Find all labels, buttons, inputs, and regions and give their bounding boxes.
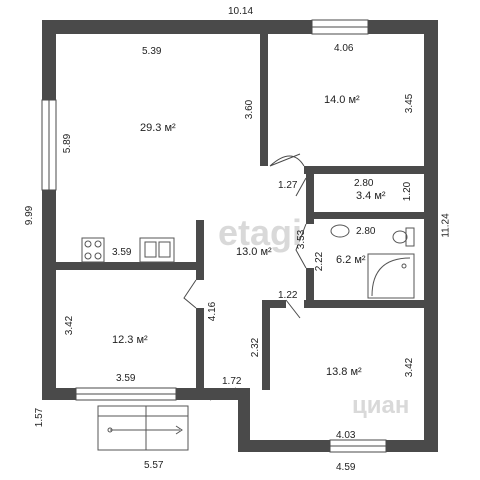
dim-right-height: 11.24	[440, 213, 452, 238]
dim-bath-height: 2.22	[314, 251, 326, 272]
kitchen-fixtures	[81, 237, 175, 263]
wall-hall-left	[196, 220, 204, 280]
dim-hall-353: 3.53	[296, 229, 308, 250]
sink	[139, 237, 175, 263]
dim-living-height: 5.89	[62, 133, 74, 154]
dim-corr-height: 1.20	[402, 181, 414, 202]
wall-hall-left-lower	[196, 308, 204, 394]
wall-bath-left	[306, 174, 314, 224]
dim-kitchen-width: 3.59	[112, 247, 132, 258]
watermark-cian: циан	[352, 392, 410, 419]
wall-hall-bedse	[262, 300, 270, 390]
dim-door-122: 1.22	[278, 290, 298, 301]
wall-left	[42, 20, 56, 400]
dim-bath-width: 2.80	[356, 226, 376, 237]
shower	[367, 253, 415, 299]
area-bedroom-se: 13.8 м²	[326, 366, 362, 378]
wall-corridor-bottom	[310, 212, 424, 219]
wall-top	[42, 20, 438, 34]
washbasin	[330, 224, 350, 238]
wall-bedroom-ne-bottom	[304, 166, 424, 174]
wall-kitchen-bottom	[56, 262, 202, 270]
watermark-etagi: etagi	[218, 212, 303, 253]
dim-door-127: 1.27	[278, 180, 298, 191]
door-bedroom-ne	[269, 153, 305, 167]
dim-living-partition: 3.60	[244, 99, 256, 120]
wall-bath-bottom	[304, 300, 424, 308]
area-bedroom-sw: 12.3 м²	[112, 334, 148, 346]
dim-living-width: 5.39	[142, 46, 162, 57]
dim-door-172: 1.72	[222, 376, 242, 387]
dim-hall-232: 2.32	[250, 337, 262, 358]
door-bedsw	[183, 279, 197, 309]
dim-corr-width: 2.80	[354, 178, 374, 189]
dim-left-height: 9.99	[24, 205, 36, 226]
door-corridor	[295, 177, 307, 197]
stove	[81, 237, 105, 263]
toilet-tank	[405, 227, 415, 247]
area-bedroom-ne: 14.0 м²	[324, 94, 360, 106]
dim-bed-se-width: 4.03	[336, 430, 356, 441]
area-living: 29.3 м²	[140, 122, 176, 134]
dim-top-width: 10.14	[228, 6, 254, 17]
porch-step	[97, 405, 189, 451]
dim-porch-width: 5.57	[144, 460, 164, 471]
wall-right	[424, 20, 438, 450]
dim-bedroom-ne-height: 3.45	[404, 93, 416, 114]
dim-hall-416: 4.16	[207, 301, 219, 322]
area-bathroom: 6.2 м²	[336, 254, 366, 266]
dim-bed-sw-width: 3.59	[116, 373, 136, 384]
doors	[183, 153, 307, 401]
wall-bath-left-lower	[306, 268, 314, 308]
dim-bedroom-ne-width: 4.06	[334, 43, 354, 54]
bath-fixtures	[330, 224, 415, 299]
porch	[97, 405, 189, 451]
wall-bedse-top	[262, 300, 286, 308]
door-bath	[295, 223, 307, 269]
dim-bottom-extra: 1.57	[34, 407, 46, 428]
area-hall: 13.0 м²	[236, 246, 272, 258]
door-entry	[209, 387, 237, 401]
toilet	[392, 230, 408, 244]
dim-bottom-right-width: 4.59	[336, 462, 356, 473]
door-bedse	[285, 299, 301, 319]
wall-step	[238, 388, 250, 452]
windows	[41, 19, 387, 453]
dim-bed-se-height: 3.42	[404, 357, 416, 378]
area-corridor: 3.4 м²	[356, 190, 386, 202]
dim-bed-sw-height: 3.42	[64, 315, 76, 336]
wall-living-bedroom	[260, 34, 268, 166]
